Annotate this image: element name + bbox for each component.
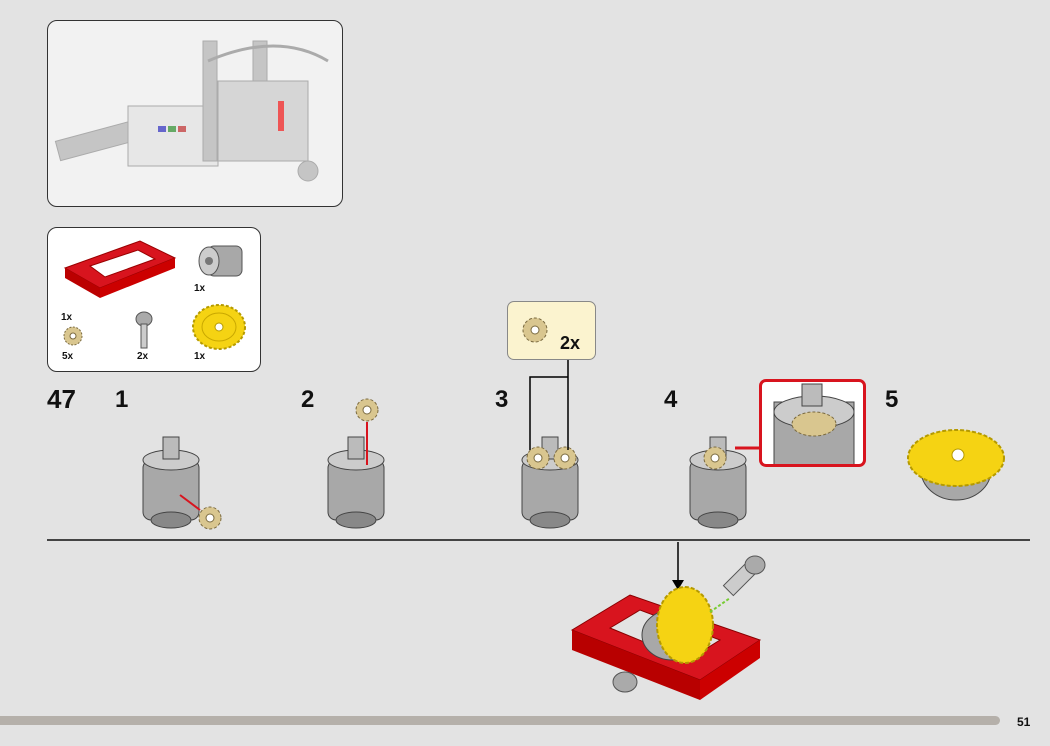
parts-list-box: 1x 1x 5x 2x 1x <box>47 227 261 372</box>
bevel-gear-part <box>63 326 83 346</box>
substep-number: 1 <box>115 386 129 413</box>
substep-number: 5 <box>885 386 899 413</box>
callout-qty: 2x <box>560 333 581 353</box>
substep-number: 2 <box>301 386 315 413</box>
red-frame-part <box>63 240 177 298</box>
yellow-gear-part <box>192 304 246 350</box>
page-number: 51 <box>1017 715 1031 729</box>
assembly-substeps-drawing <box>142 360 1005 530</box>
part-qty: 2x <box>137 351 149 362</box>
substep-number: 3 <box>495 386 509 413</box>
axle-pin-part <box>135 311 153 349</box>
main-assembly-drawing <box>570 542 766 700</box>
divider <box>47 539 1030 541</box>
step-number: 47 <box>47 384 76 414</box>
model-overview-box <box>47 20 343 207</box>
model-overview-image <box>54 40 329 182</box>
differential-housing-part <box>198 245 243 277</box>
substep-number: 4 <box>664 386 678 413</box>
page-progress-bar <box>0 716 1000 725</box>
bevel-gear-icon <box>522 317 548 343</box>
part-qty: 5x <box>62 351 74 362</box>
callout-box: 2x <box>507 301 596 360</box>
detail-zoom-box <box>759 379 866 467</box>
detail-zoom-image <box>773 383 855 464</box>
part-qty: 1x <box>61 312 73 323</box>
part-qty: 1x <box>194 283 206 294</box>
part-qty: 1x <box>194 351 206 362</box>
